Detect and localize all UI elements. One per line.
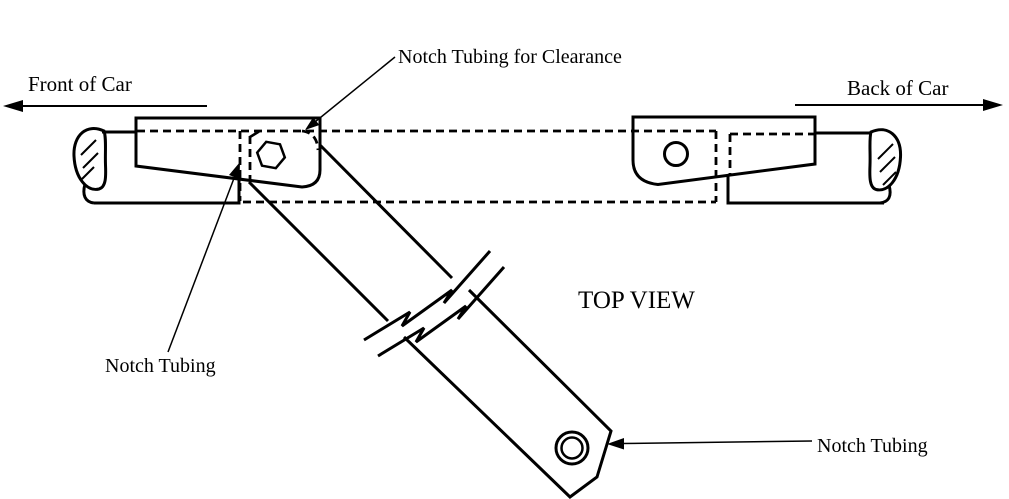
clearance-callout-label: Notch Tubing for Clearance bbox=[398, 46, 622, 68]
front-arrowhead-icon bbox=[3, 100, 23, 112]
leader-lines-group bbox=[14, 56, 988, 445]
left-tube-endcap bbox=[72, 127, 108, 191]
left-endcap-hatching bbox=[80, 139, 99, 180]
tube-end-hole-inner bbox=[560, 436, 584, 460]
right-bracket-outline bbox=[631, 115, 817, 187]
diagonal-tube-lower-edge bbox=[247, 180, 390, 323]
right-bracket-hole bbox=[663, 141, 689, 167]
diagonal-tube-upper-edge bbox=[318, 143, 454, 280]
left-bracket-hex-hole bbox=[255, 140, 287, 170]
arrowheads-group bbox=[3, 99, 1003, 450]
clearance-arrowhead-icon bbox=[305, 117, 320, 130]
view-title: TOP VIEW bbox=[578, 287, 695, 314]
front-of-car-label: Front of Car bbox=[28, 72, 132, 96]
tube-bottom-edge-right bbox=[726, 175, 884, 205]
notch-right-leader-line bbox=[621, 440, 813, 445]
back-of-car-label: Back of Car bbox=[847, 76, 948, 100]
hidden-notch-left-arc bbox=[301, 129, 320, 151]
right-tube-endcap-tail bbox=[879, 184, 892, 205]
visible-edges-group bbox=[72, 115, 903, 499]
right-endcap-hatching bbox=[877, 143, 897, 186]
notch-tubing-right-label: Notch Tubing bbox=[817, 435, 928, 457]
diagonal-tube-end-outline bbox=[402, 288, 613, 499]
left-tube-endcap-tail bbox=[82, 183, 95, 205]
notch-right-arrowhead-icon bbox=[607, 438, 624, 450]
tube-end-hole-outer bbox=[554, 430, 590, 466]
notch-chamfer-tick bbox=[249, 130, 260, 139]
left-bracket-outline bbox=[134, 116, 322, 189]
tube-bottom-edge-left bbox=[94, 179, 241, 205]
back-arrowhead-icon bbox=[983, 99, 1003, 111]
right-tube-endcap bbox=[868, 128, 903, 192]
notch-left-arrowhead-icon bbox=[229, 162, 240, 179]
hidden-edges-group bbox=[137, 129, 815, 204]
clearance-leader-line bbox=[309, 56, 396, 127]
break-line-1 bbox=[363, 250, 492, 342]
notch-tubing-left-label: Notch Tubing bbox=[105, 355, 216, 377]
labels-group: Front of Car Back of Car Notch Tubing fo… bbox=[28, 46, 948, 457]
notch-left-leader-line bbox=[167, 172, 237, 353]
break-line-2 bbox=[377, 266, 506, 358]
